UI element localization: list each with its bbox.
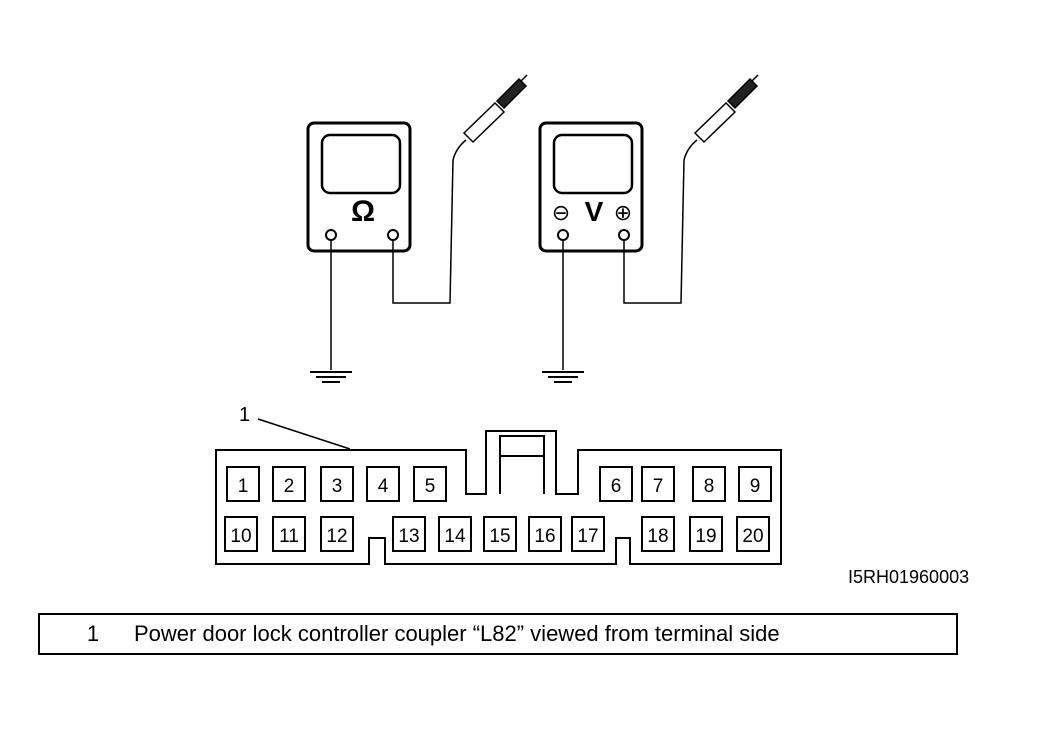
coupler-pin-cell <box>320 466 354 502</box>
coupler-pin-cell <box>483 516 517 552</box>
callout-number: 1 <box>239 404 250 426</box>
coupler-pin-cell <box>528 516 562 552</box>
coupler-pin-label: 8 <box>704 476 715 497</box>
coupler-pin: 17 <box>571 516 605 552</box>
coupler-pin-label: 7 <box>653 476 664 497</box>
ground-icon <box>310 371 352 383</box>
coupler-pin-label: 11 <box>279 526 299 547</box>
coupler-pin-label: 19 <box>695 526 716 547</box>
ground-icon <box>542 371 584 383</box>
coupler-pin-cell <box>641 516 675 552</box>
legend-text: Power door lock controller coupler “L82”… <box>134 621 780 646</box>
coupler-pin: 7 <box>641 466 675 502</box>
coupler-pin-cell <box>738 466 772 502</box>
ohmmeter-terminal-negative <box>325 229 337 241</box>
coupler-pin-label: 12 <box>326 526 347 547</box>
coupler-pin: 10 <box>224 516 258 552</box>
coupler-pin: 4 <box>366 466 400 502</box>
coupler-pin-cell <box>226 466 260 502</box>
voltmeter <box>538 121 644 253</box>
coupler-pin: 16 <box>528 516 562 552</box>
coupler-pin-label: 16 <box>534 526 555 547</box>
coupler-pin: 8 <box>692 466 726 502</box>
voltmeter-probe-lead <box>623 139 698 304</box>
coupler-pin: 2 <box>272 466 306 502</box>
minus-symbol: ⊖ <box>552 200 570 225</box>
coupler-pin-cell <box>599 466 633 502</box>
coupler-pin-label: 1 <box>238 476 249 497</box>
coupler-latch <box>499 435 545 457</box>
plus-symbol: ⊕ <box>614 200 632 225</box>
coupler-pin-label: 6 <box>611 476 622 497</box>
coupler-pin-label: 9 <box>750 476 761 497</box>
coupler-pin-label: 14 <box>444 526 466 547</box>
coupler-pin-label: 15 <box>489 526 510 547</box>
coupler-pin: 18 <box>641 516 675 552</box>
coupler-pin-label: 13 <box>398 526 419 547</box>
coupler-pin-cell <box>366 466 400 502</box>
coupler-pin-cell <box>736 516 770 552</box>
voltmeter-terminal-negative <box>557 229 569 241</box>
coupler-pin: 15 <box>483 516 517 552</box>
coupler-pin-cell <box>272 516 306 552</box>
ohm-symbol: Ω <box>351 195 375 228</box>
coupler-pin-cell <box>413 466 447 502</box>
ohmmeter <box>306 121 412 253</box>
legend-number: 1 <box>86 621 100 646</box>
coupler-pin-label: 4 <box>378 476 389 497</box>
callout-leader <box>257 418 351 450</box>
coupler-pin: 14 <box>438 516 472 552</box>
coupler-pin-cell <box>224 516 258 552</box>
coupler-pin: 5 <box>413 466 447 502</box>
coupler-housing <box>215 430 782 565</box>
voltmeter-terminal-positive <box>618 229 630 241</box>
coupler-pin: 1 <box>226 466 260 502</box>
coupler-pin: 12 <box>320 516 354 552</box>
coupler-pin-cell <box>692 466 726 502</box>
figure-code: I5RH01960003 <box>848 567 970 587</box>
coupler-pin: 3 <box>320 466 354 502</box>
legend-box: 1 Power door lock controller coupler “L8… <box>38 613 958 655</box>
coupler-pin-label: 3 <box>332 476 343 497</box>
coupler-pin-label: 10 <box>230 526 251 547</box>
coupler-pin: 19 <box>689 516 723 552</box>
coupler-pin-label: 5 <box>425 476 436 497</box>
coupler-pin-label: 2 <box>284 476 295 497</box>
coupler-pin: 9 <box>738 466 772 502</box>
coupler-pin: 20 <box>736 516 770 552</box>
coupler-pin-label: 18 <box>647 526 668 547</box>
coupler-pin: 11 <box>272 516 306 552</box>
probe-icon <box>462 74 528 144</box>
coupler-pin: 13 <box>392 516 426 552</box>
probe-icon <box>693 74 759 144</box>
coupler-pin-cell <box>272 466 306 502</box>
coupler-pin: 6 <box>599 466 633 502</box>
ohmmeter-terminal-positive <box>387 229 399 241</box>
coupler-pin-cell <box>392 516 426 552</box>
coupler-pin-cell <box>689 516 723 552</box>
coupler-pin-label: 17 <box>577 526 598 547</box>
ohmmeter-probe-lead <box>392 139 467 304</box>
coupler-pin-label: 20 <box>742 526 763 547</box>
coupler-pin-cell <box>641 466 675 502</box>
coupler-pin-cell <box>571 516 605 552</box>
coupler-pin-cell <box>320 516 354 552</box>
coupler-pin-cell <box>438 516 472 552</box>
volt-symbol: V <box>585 196 604 227</box>
